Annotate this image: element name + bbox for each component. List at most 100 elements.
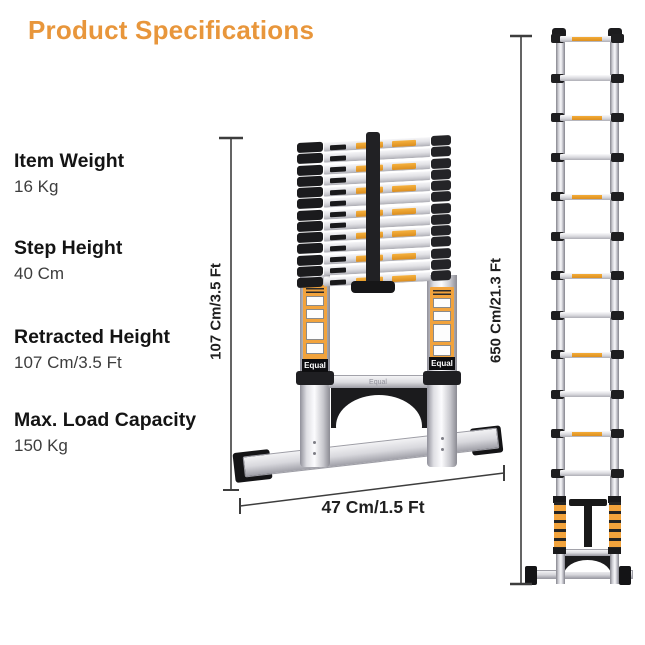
ladder-rung <box>549 34 625 43</box>
rung-latch <box>330 245 347 252</box>
rivet <box>441 448 444 451</box>
rung-end-cap <box>431 146 451 158</box>
rung-clamp <box>551 429 564 438</box>
orange-label <box>391 207 416 215</box>
arch-opening <box>336 395 422 428</box>
rung-latch <box>330 166 347 173</box>
rung-end-cap <box>297 175 323 187</box>
rung-clamp <box>551 231 564 241</box>
rung-end-cap <box>431 202 451 214</box>
closure-strap <box>366 132 380 284</box>
stabilizer-foot <box>619 566 631 585</box>
rung-clamp <box>611 271 624 280</box>
rung-clamp <box>611 152 624 162</box>
rung-bar <box>560 154 614 160</box>
orange-label <box>572 273 602 278</box>
rung-end-cap <box>297 220 323 232</box>
rung-clamp <box>611 429 624 438</box>
rung-latch <box>330 233 347 240</box>
arch-support <box>560 556 615 572</box>
ladder-rung <box>549 271 625 280</box>
rung-end-cap <box>431 247 451 259</box>
spec-item-weight: Item Weight 16 Kg <box>14 150 229 197</box>
orange-label <box>572 36 602 41</box>
orange-label <box>572 431 602 436</box>
rung-latch <box>330 155 347 162</box>
orange-label <box>391 162 416 170</box>
carry-handle-stem <box>584 499 592 547</box>
rung-end-cap <box>297 152 323 165</box>
spec-value: 150 Kg <box>14 436 68 455</box>
rung-end-cap <box>297 164 323 176</box>
orange-label <box>391 139 416 148</box>
rung-clamp <box>551 73 564 83</box>
rung-clamp <box>611 113 624 122</box>
rung-end-cap <box>297 197 323 210</box>
spec-max-load: Max. Load Capacity 150 Kg <box>14 409 229 456</box>
rung-bar <box>560 75 614 81</box>
rung-clamp <box>551 192 564 201</box>
extended-height-dimension: 650 Cm/21.3 Ft <box>487 257 505 364</box>
warning-sticker <box>609 502 621 548</box>
rung-latch <box>330 256 347 263</box>
sticker-pictogram <box>306 296 324 306</box>
leg-collar <box>296 371 334 385</box>
orange-label <box>391 274 416 283</box>
rung-bar <box>560 470 614 476</box>
crossbar: Equal <box>328 375 428 388</box>
rivet <box>313 452 316 455</box>
carry-handle <box>351 281 395 293</box>
rung-end-cap <box>297 254 323 266</box>
sticker-text-lines <box>433 290 451 295</box>
ladder-rung <box>549 310 625 320</box>
rung-bar <box>560 391 614 397</box>
rung-end-cap <box>431 168 451 180</box>
rung-end-cap <box>431 269 451 282</box>
ladder-rung <box>549 152 625 162</box>
spec-label: Step Height <box>14 237 123 259</box>
sticker-text-lines <box>306 288 324 293</box>
rung-latch <box>330 200 347 207</box>
rung-latch <box>330 278 347 285</box>
rung-clamp <box>551 152 564 162</box>
sticker-pictogram <box>433 324 451 342</box>
orange-label <box>572 194 602 199</box>
ladder-rung <box>549 113 625 122</box>
stabilizer-bar <box>242 427 500 478</box>
rail-top-cap <box>552 28 566 38</box>
rung-clamp <box>611 389 624 399</box>
sticker-end-cap <box>553 496 566 503</box>
rung-end-cap <box>297 186 323 199</box>
spec-value: 16 Kg <box>14 177 59 196</box>
warning-sticker <box>303 285 327 360</box>
rung-end-cap <box>297 209 323 221</box>
rung-latch <box>330 222 347 229</box>
brand-label: Equal <box>302 359 328 372</box>
ladder-rail-left <box>556 33 565 584</box>
ladder-rung <box>549 192 625 201</box>
rung-end-cap <box>297 265 323 277</box>
rung-end-cap <box>431 213 451 225</box>
leg-collar <box>423 371 461 385</box>
rivet <box>441 437 444 440</box>
warning-sticker <box>430 287 454 359</box>
rung-clamp <box>551 271 564 280</box>
sticker-pictogram <box>433 298 451 308</box>
rivet <box>313 441 316 444</box>
warning-sticker <box>554 502 566 548</box>
arch-opening <box>564 560 611 572</box>
spec-value: 107 Cm/3.5 Ft <box>14 353 122 372</box>
rung-clamp <box>551 350 564 359</box>
rung-latch <box>330 177 347 184</box>
rung-clamp <box>611 468 624 478</box>
ladder-rung <box>549 389 625 399</box>
spec-retracted-height: Retracted Height 107 Cm/3.5 Ft <box>14 326 229 373</box>
rung-end-cap <box>297 231 323 244</box>
spec-label: Item Weight <box>14 150 125 172</box>
page-title: Product Specifications <box>28 15 315 45</box>
rung-latch <box>330 188 347 195</box>
rail-top-cap <box>608 28 622 38</box>
ladder-rung <box>549 73 625 83</box>
rung-end-cap <box>431 224 451 237</box>
